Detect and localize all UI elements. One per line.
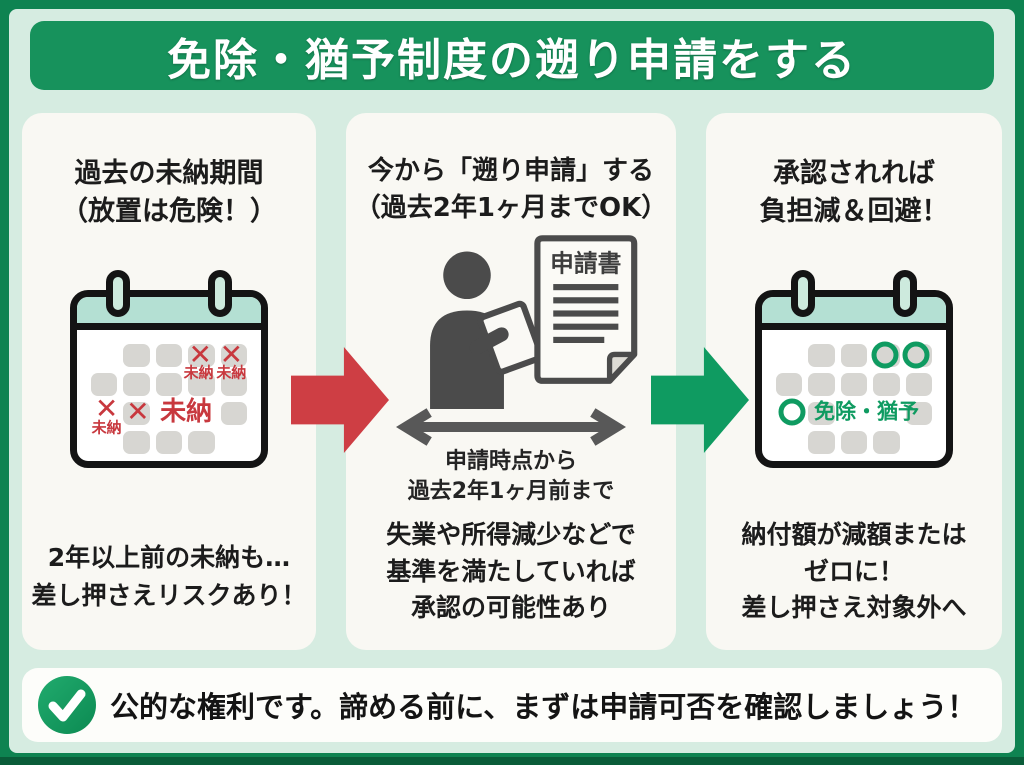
calendar-cell <box>123 401 150 425</box>
calendar-cell <box>188 372 215 396</box>
calendar-cell <box>123 372 150 396</box>
panel-result-footer-line1: 納付額が減額または <box>741 520 967 550</box>
calendar-cell <box>840 372 868 396</box>
calendar-ring-icon <box>791 269 815 317</box>
x-mark-icon: ✕ <box>219 337 244 371</box>
panel-past-heading-line1: 過去の未納期間 <box>74 158 264 189</box>
calendar-unpaid: ✕ ✕ 未納 未納 ✕ 未納 ✕ 未納 <box>70 269 268 468</box>
calendar-cell <box>155 372 183 396</box>
calendar-grid: ✕ ✕ 未納 未納 ✕ 未納 ✕ 未納 <box>91 337 247 454</box>
calendar-cell <box>840 343 868 367</box>
panel-past-footer: 2年以上前の未納も… 差し押さえリスクあり！ <box>31 539 306 614</box>
calendar-cell <box>220 343 247 367</box>
frame-bottom-shadow <box>0 757 1024 765</box>
unpaid-label: 未納 <box>183 363 214 382</box>
calendar-ring-icon <box>893 269 917 317</box>
bottom-banner: 公的な権利です。諦める前に、まずは申請可否を確認しましょう！ <box>22 668 1002 742</box>
form-line <box>553 323 619 330</box>
calendar-header <box>762 296 946 330</box>
calendar-cell <box>220 401 247 425</box>
panel-apply-heading-line2: （過去2年1ヶ月までOK） <box>354 192 668 223</box>
panel-apply-heading: 今から「遡り申請」する （過去2年1ヶ月までOK） <box>355 153 667 227</box>
calendar-cell <box>808 372 835 396</box>
banner-message: 公的な権利です。諦める前に、まずは申請可否を確認しましょう！ <box>110 690 977 724</box>
panel-apply-footer-line1: 失業や所得減少などで <box>386 520 636 550</box>
exemption-label: 免除・猶予 <box>813 399 919 424</box>
panel-past-footer-line2: 差し押さえリスクあり！ <box>31 580 307 610</box>
calendar-cell <box>808 401 835 425</box>
check-icon <box>38 676 96 734</box>
calendar-ring-icon <box>106 269 130 317</box>
unpaid-label-large: 未納 <box>160 396 213 427</box>
calendar-cell <box>91 372 118 396</box>
circle-mark-icon <box>778 398 806 426</box>
person-icon <box>430 251 544 409</box>
panel-result-heading: 承認されれば 負担減＆回避！ <box>760 155 949 232</box>
form-line <box>553 336 605 343</box>
calendar-cell <box>905 401 932 425</box>
range-label-line1: 申請時点から <box>444 448 577 474</box>
panel-result-footer-line2: ゼロに！ <box>803 556 904 586</box>
panel-apply: 今から「遡り申請」する （過去2年1ヶ月までOK） 申請書 <box>346 113 676 650</box>
calendar-cell <box>808 430 835 454</box>
calendar-cell <box>220 372 247 396</box>
page-title: 免除・猶予制度の遡り申請をする <box>30 21 994 90</box>
calendar-cell <box>188 343 215 367</box>
form-line <box>553 297 619 304</box>
x-mark-icon: ✕ <box>126 394 150 428</box>
document-title: 申請書 <box>550 250 621 278</box>
panel-result: 承認されれば 負担減＆回避！ <box>706 113 1002 650</box>
panel-apply-footer: 失業や所得減少などで 基準を満たしていれば 承認の可能性あり <box>386 517 636 626</box>
calendar-cell <box>123 343 150 367</box>
unpaid-label: 未納 <box>216 363 247 382</box>
panel-past-footer-line1: 2年以上前の未納も… <box>47 543 291 572</box>
x-mark-icon: ✕ <box>188 337 212 371</box>
range-label-line2: 過去2年1ヶ月前まで <box>407 478 615 504</box>
calendar-cell <box>905 372 932 396</box>
x-mark-icon: ✕ <box>94 391 119 425</box>
calendar-cell <box>808 343 835 367</box>
calendar-cell <box>873 430 900 454</box>
circle-mark-icon <box>871 341 899 369</box>
calendar-cell <box>188 430 215 454</box>
apply-illustration: 申請書 <box>430 235 638 409</box>
unpaid-label: 未納 <box>91 418 122 437</box>
form-line <box>553 283 619 291</box>
panel-apply-footer-line2: 基準を満たしていれば <box>386 556 636 586</box>
double-arrow-icon <box>396 408 626 446</box>
panel-past-unpaid: 過去の未納期間 （放置は危険！） <box>22 113 316 650</box>
range-label: 申請時点から 過去2年1ヶ月前まで <box>408 447 615 506</box>
panel-apply-heading-line1: 今から「遡り申請」する <box>367 156 654 186</box>
panel-result-footer: 納付額が減額または ゼロに！ 差し押さえ対象外へ <box>741 517 966 626</box>
panel-result-footer-line3: 差し押さえ対象外へ <box>741 592 967 622</box>
calendar-cell <box>123 430 150 454</box>
circle-mark-icon <box>902 341 930 369</box>
steps-row: 過去の未納期間 （放置は危険！） <box>22 113 1002 650</box>
panel-past-heading-line2: （放置は危険！） <box>61 196 277 228</box>
calendar-header <box>77 296 261 330</box>
calendar-cell <box>873 372 900 396</box>
calendar-approved: 免除・猶予 <box>755 269 953 468</box>
panel-result-heading-line1: 承認されれば <box>773 158 935 189</box>
panel-apply-footer-line3: 承認の可能性あり <box>410 592 611 622</box>
calendar-cell <box>155 430 183 454</box>
panel-past-heading: 過去の未納期間 （放置は危険！） <box>61 155 277 232</box>
calendar-ring-icon <box>208 269 232 317</box>
calendar-cell <box>776 372 803 396</box>
calendar-cell <box>840 430 868 454</box>
form-line <box>553 310 619 317</box>
calendar-cell <box>155 343 183 367</box>
panel-result-heading-line2: 負担減＆回避！ <box>759 196 949 228</box>
calendar-grid: 免除・猶予 <box>776 341 932 454</box>
application-form-icon: 申請書 <box>534 235 638 384</box>
